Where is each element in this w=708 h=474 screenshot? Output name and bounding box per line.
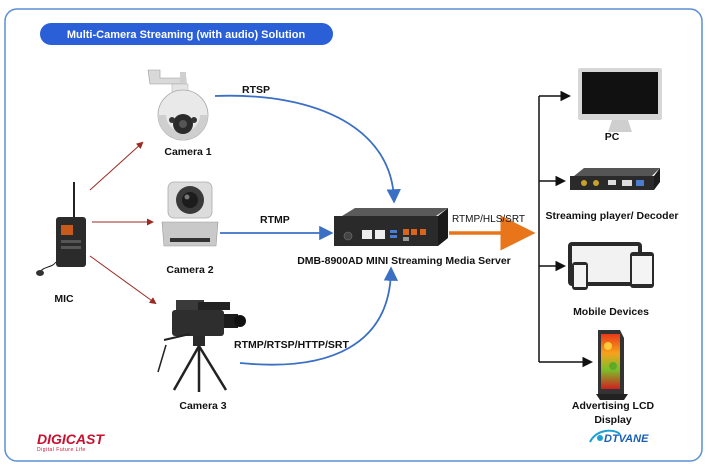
protocol-label-rtsp: RTSP — [242, 84, 270, 96]
conference-camera-icon — [161, 181, 219, 247]
camera2-label: Camera 2 — [166, 264, 213, 276]
server-label: DMB-8900AD MINI Streaming Media Server — [297, 255, 511, 267]
streaming-server-icon — [334, 208, 448, 246]
lcd-label-line2: Display — [594, 414, 632, 426]
mic-to-camera1-arrow — [89, 141, 144, 191]
mic-icon — [36, 182, 86, 276]
pc-label: PC — [605, 131, 620, 143]
protocol-label-rtmp: RTMP — [260, 214, 290, 226]
svg-text:Digital Future Life: Digital Future Life — [37, 447, 86, 453]
diagram-title: Multi-Camera Streaming (with audio) Solu… — [67, 29, 306, 41]
broadcast-camera-icon — [157, 300, 246, 392]
camera3-to-server-arrow — [239, 266, 399, 366]
svg-text:DIGICAST: DIGICAST — [37, 431, 105, 447]
decoder-box-icon — [570, 168, 660, 190]
dtvane-logo: DTVANE — [589, 429, 649, 445]
mobile-label: Mobile Devices — [573, 306, 649, 318]
camera3-label: Camera 3 — [179, 400, 226, 412]
decoder-label: Streaming player/ Decoder — [545, 210, 678, 222]
lcd-label-line1: Advertising LCD — [572, 400, 655, 412]
camera1-label: Camera 1 — [164, 146, 211, 158]
mic-to-camera3-arrow — [89, 255, 157, 305]
protocol-label-output: RTMP/HLS/SRT — [452, 214, 525, 225]
svg-text:DTVANE: DTVANE — [604, 433, 649, 445]
advertising-lcd-icon — [596, 330, 628, 400]
mobile-devices-icon — [568, 242, 654, 290]
camera1-to-server-arrow — [214, 94, 401, 204]
ptz-camera-icon — [147, 69, 209, 141]
output-distribution-bus — [538, 90, 593, 368]
mic-label: MIC — [54, 293, 74, 305]
pc-monitor-icon — [578, 68, 662, 132]
digicast-logo: DIGICAST Digital Future Life — [37, 431, 105, 453]
title-banner: Multi-Camera Streaming (with audio) Solu… — [40, 23, 333, 45]
protocol-label-multi: RTMP/RTSP/HTTP/SRT — [234, 339, 350, 351]
